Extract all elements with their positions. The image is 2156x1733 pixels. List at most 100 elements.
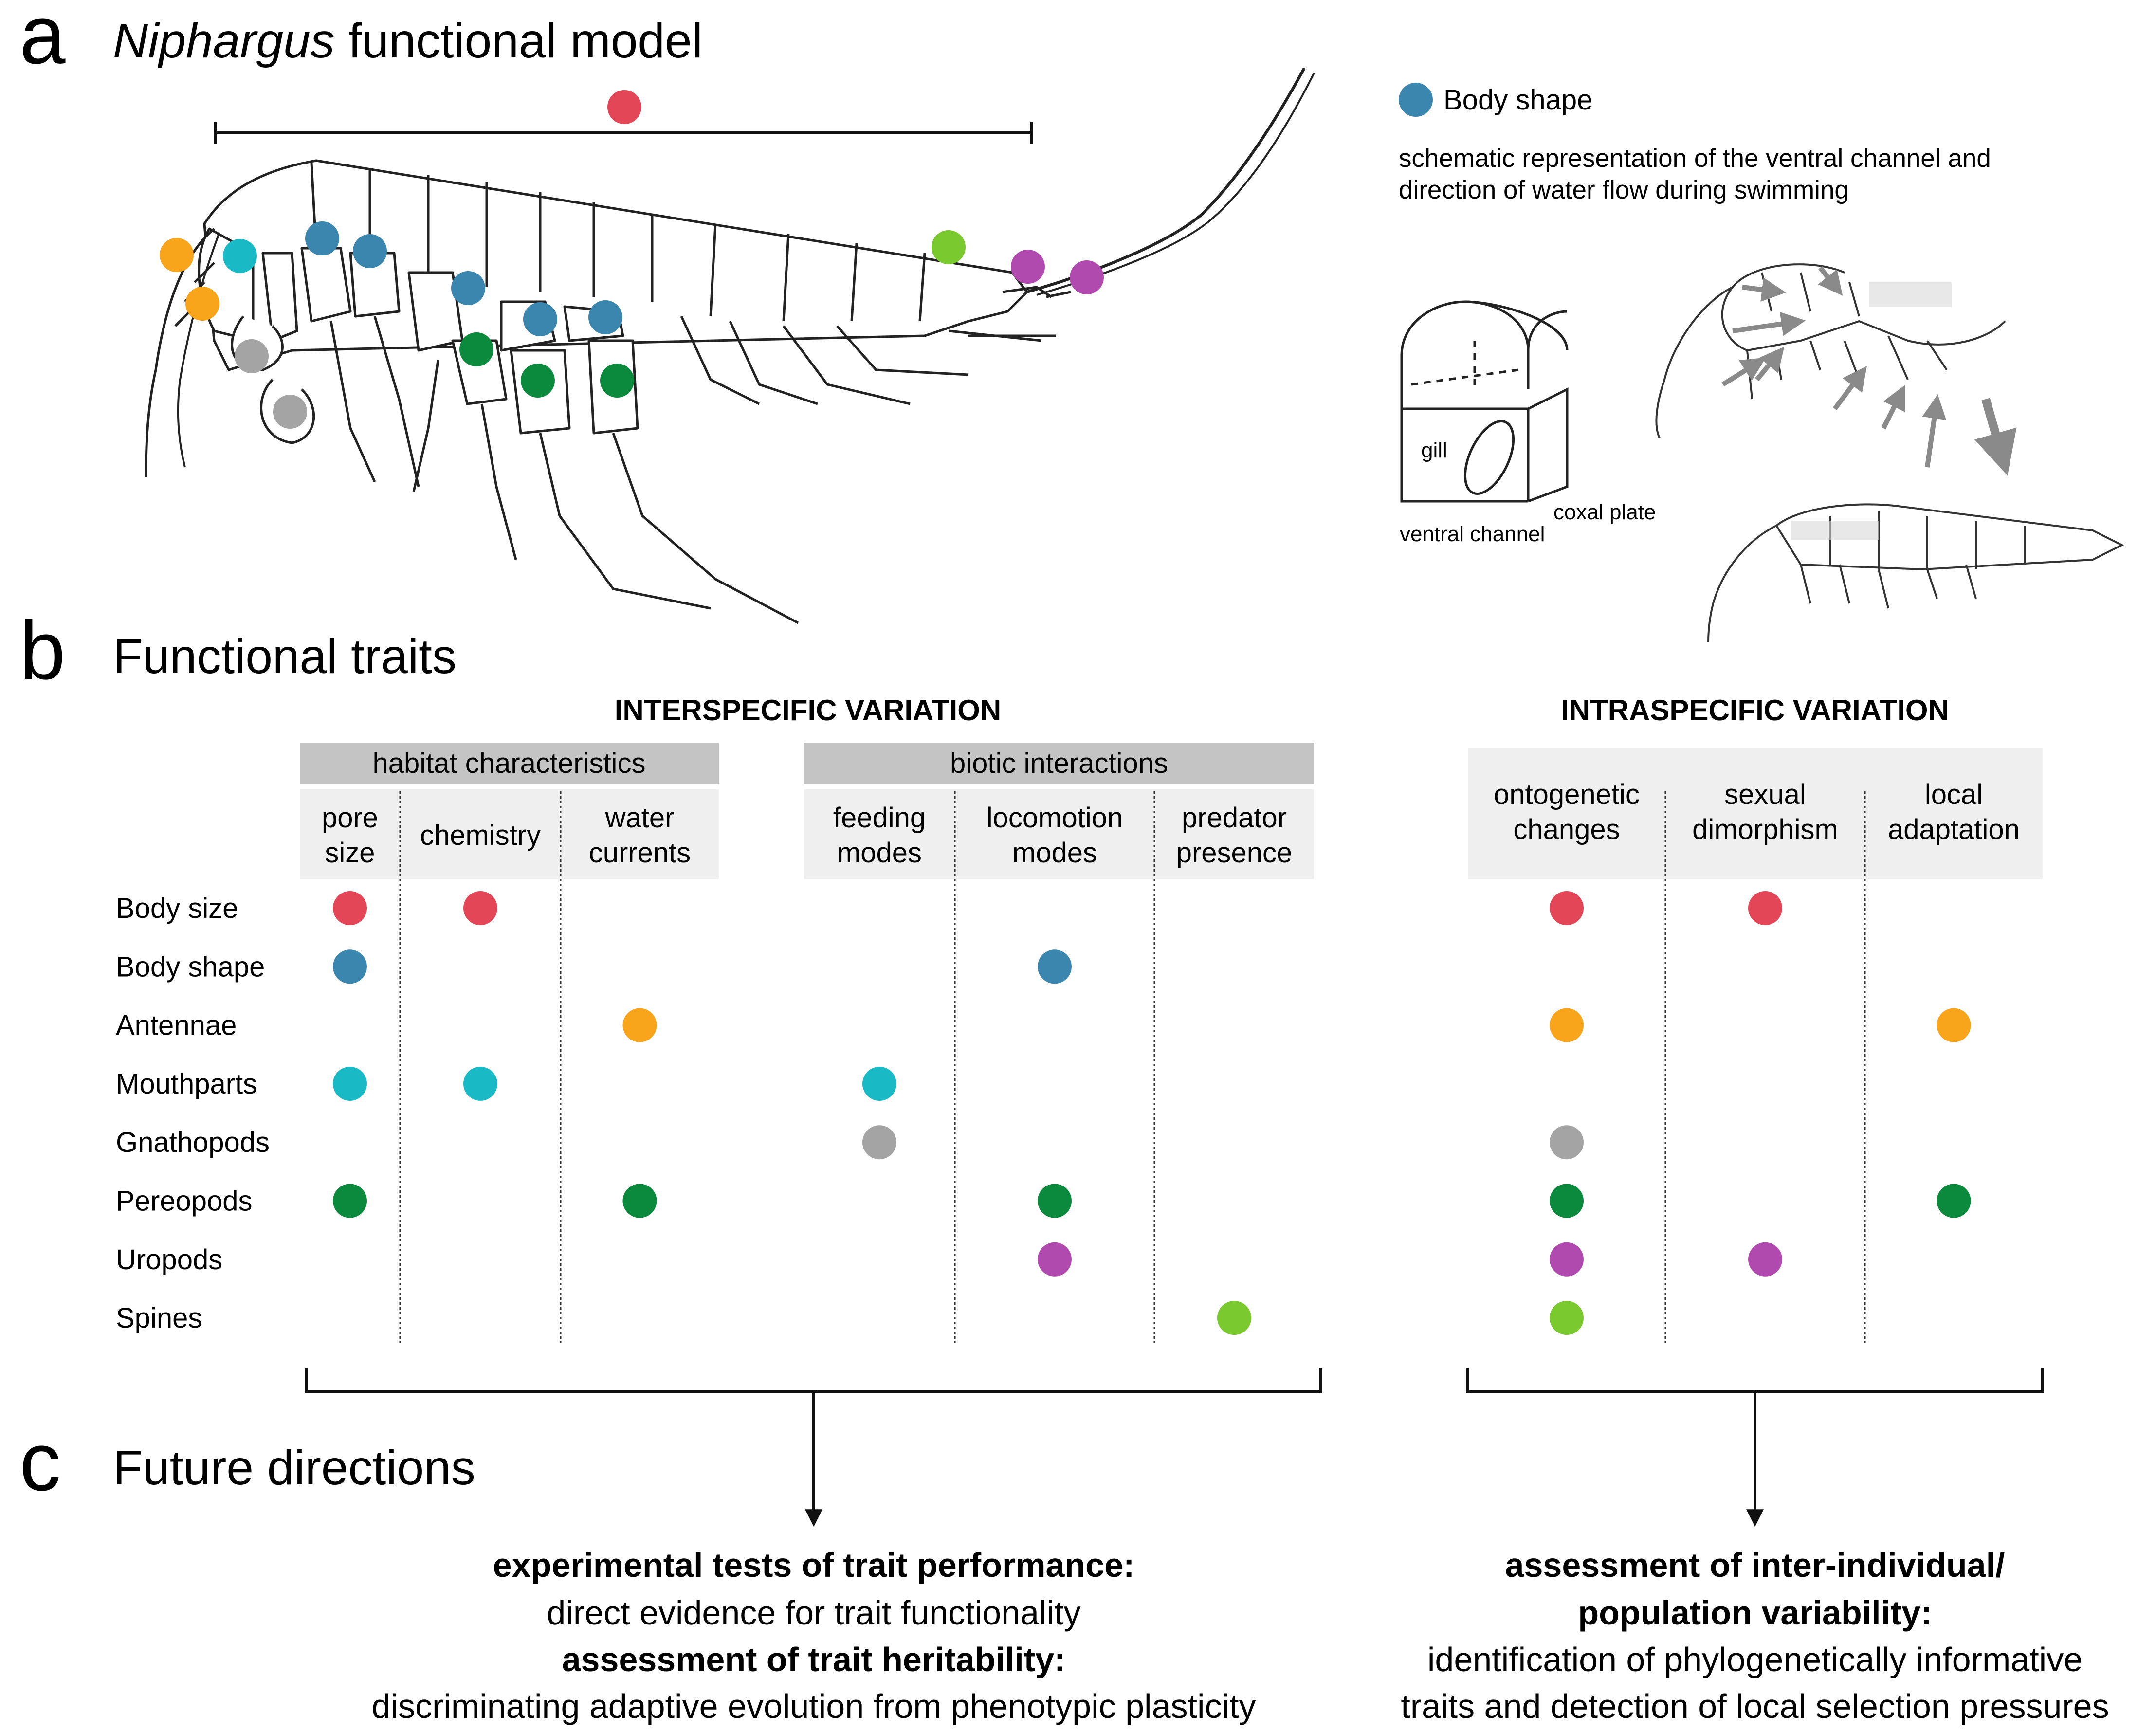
trait-dot [333, 891, 367, 925]
group-label-habitat: habitat characteristics [373, 748, 646, 779]
trait-dot [1550, 1125, 1584, 1160]
trait-table: habitat characteristics biotic interactio… [116, 743, 2043, 1343]
left-bold-2: assessment of trait heritability: [562, 1641, 1066, 1678]
panel-c-title: Future directions [113, 1441, 475, 1495]
trait-dot [1748, 1242, 1782, 1277]
body-dot-antenna-1 [160, 238, 194, 272]
trait-dot [1550, 1184, 1584, 1218]
subheader-bg-habitat [300, 789, 719, 879]
left-text-2: discriminating adaptive evolution from p… [371, 1687, 1256, 1725]
label-gill: gill [1421, 438, 1447, 462]
trait-dot [1038, 1184, 1072, 1218]
group-header-habitat [300, 743, 719, 784]
trait-dot [333, 1184, 367, 1218]
subheader-bg-biotic [804, 789, 1314, 879]
row-label: Spines [116, 1302, 202, 1334]
body-dot-uropod-1 [1011, 250, 1045, 284]
panel-a-title-rest: functional model [335, 14, 703, 68]
trait-dot [463, 1066, 497, 1101]
trait-dot [1550, 1008, 1584, 1042]
trait-dot [1748, 891, 1782, 925]
panel-a-letter: a [19, 0, 66, 81]
group-header-biotic [804, 743, 1314, 784]
panel-a-title: Niphargus functional model [113, 14, 703, 68]
trait-dot [1038, 1242, 1072, 1277]
subheader-bg-intra [1468, 748, 2043, 879]
row-label: Mouthparts [116, 1068, 257, 1100]
group-label-biotic: biotic interactions [950, 748, 1168, 779]
swimming-amphipod-sketch [1655, 263, 2124, 643]
body-dot-uropod-2 [1070, 260, 1104, 294]
water-flow-arrows [1721, 266, 2017, 476]
row-label: Uropods [116, 1244, 222, 1276]
body-dot-pereopod-1 [459, 332, 493, 366]
column-header-line2: modes [837, 837, 922, 869]
column-header-line2: size [325, 837, 375, 869]
bracket-intra [1466, 1368, 2044, 1527]
body-trait-dots [160, 90, 1104, 429]
legend-body-shape-label: Body shape [1443, 84, 1592, 116]
row-label: Gnathopods [116, 1127, 270, 1158]
panel-c-letter: c [19, 1416, 61, 1508]
body-dot-size [607, 90, 641, 124]
column-header-line2: modes [1012, 837, 1097, 869]
trait-dot [1217, 1301, 1251, 1335]
column-header-line1: feeding [833, 802, 926, 834]
trait-dot [1038, 949, 1072, 984]
trait-dot [1550, 1242, 1584, 1277]
right-text-2: traits and detection of local selection … [1401, 1687, 2109, 1725]
trait-dot [1550, 1301, 1584, 1335]
panel-b-letter: b [19, 604, 66, 697]
right-bold-2: population variability: [1578, 1594, 1932, 1632]
schematic-caption-line1: schematic representation of the ventral … [1399, 144, 1991, 173]
trait-dot [463, 891, 497, 925]
label-ventral-channel: ventral channel [1400, 522, 1545, 546]
body-dot-shape-2 [353, 234, 387, 268]
column-header-line1: local [1925, 779, 1983, 810]
bracket-inter [305, 1368, 1322, 1527]
body-dot-mouthparts [223, 239, 257, 273]
column-header-line2: currents [589, 837, 691, 869]
body-dot-shape-3 [451, 271, 485, 305]
trait-dot [622, 1184, 657, 1218]
body-length-bar [214, 122, 1033, 144]
body-dot-antenna-2 [185, 287, 219, 321]
column-header-line1: water [605, 802, 675, 834]
body-dot-spines [932, 230, 966, 264]
column-header-line1: sexual [1724, 779, 1806, 810]
intra-title: INTRASPECIFIC VARIATION [1561, 694, 1949, 727]
trait-dot [862, 1125, 896, 1160]
column-header-line2: adaptation [1888, 814, 2020, 845]
body-dot-gnathopod-1 [235, 339, 269, 373]
schematic-caption-line2: direction of water flow during swimming [1399, 176, 1849, 204]
trait-dot [1937, 1184, 1971, 1218]
trait-dot [333, 949, 367, 984]
trait-dot [862, 1066, 896, 1101]
ventral-channel-schematic [1400, 300, 1569, 503]
body-dot-shape-5 [588, 300, 622, 334]
body-dot-gnathopod-2 [273, 395, 307, 429]
label-coxal-plate: coxal plate [1553, 500, 1656, 524]
trait-dot [333, 1066, 367, 1101]
right-text-1: identification of phylogenetically infor… [1427, 1641, 2083, 1678]
column-header-line1: pore [322, 802, 378, 834]
column-header-line1: ontogenetic [1494, 779, 1640, 810]
row-label: Body shape [116, 951, 265, 983]
column-header-line2: presence [1176, 837, 1293, 869]
trait-dot [1937, 1008, 1971, 1042]
column-header-line2: dimorphism [1692, 814, 1838, 845]
trait-dot [1550, 891, 1584, 925]
right-bold-1: assessment of inter-individual/ [1505, 1546, 2005, 1584]
row-label: Body size [116, 893, 238, 924]
row-label: Pereopods [116, 1186, 253, 1217]
legend-body-shape-dot [1399, 83, 1433, 117]
trait-dot [622, 1008, 657, 1042]
panel-b-title: Functional traits [113, 629, 457, 684]
column-header-line2: changes [1513, 814, 1620, 845]
amphipod-illustration [145, 67, 1315, 624]
body-dot-shape-4 [523, 302, 557, 336]
left-text-1: direct evidence for trait functionality [547, 1594, 1080, 1632]
left-bold-1: experimental tests of trait performance: [493, 1546, 1135, 1584]
row-label: Antennae [116, 1010, 237, 1041]
